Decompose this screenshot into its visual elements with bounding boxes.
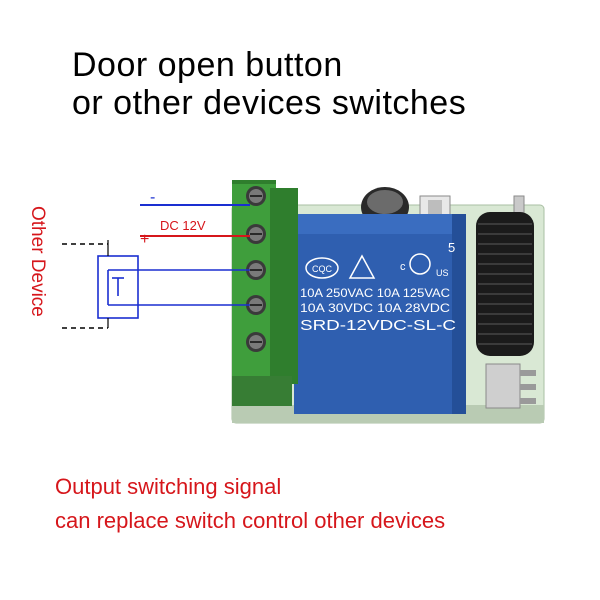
relay-number: 5 xyxy=(448,240,455,255)
us-mark: US xyxy=(436,268,449,278)
terminal-screws xyxy=(246,186,266,352)
caption-line-1: Output switching signal xyxy=(55,474,282,499)
c-mark: c xyxy=(400,261,406,273)
relay-body xyxy=(294,214,466,414)
title-line-2: or other devices switches xyxy=(72,84,467,122)
cqc-text: CQC xyxy=(312,264,333,274)
minus-sign: - xyxy=(150,189,155,206)
warning-triangle-icon xyxy=(348,254,376,279)
relay-rating-1: 10A 250VAC 10A 125VAC xyxy=(300,288,450,300)
caption-line-2: can replace switch control other devices xyxy=(55,508,446,533)
switch-symbol xyxy=(97,255,139,319)
terminal-block xyxy=(232,180,276,402)
title-line-1: Door open button xyxy=(72,46,343,84)
chip xyxy=(485,363,521,409)
relay-rating-2: 10A 30VDC 10A 28VDC xyxy=(300,303,450,315)
plus-sign: + xyxy=(140,231,149,248)
cqc-logo xyxy=(305,257,339,279)
dc-voltage-label: DC 12V xyxy=(160,218,206,233)
ul-logo xyxy=(409,253,431,275)
relay-model: SRD-12VDC-SL-C xyxy=(300,317,456,334)
